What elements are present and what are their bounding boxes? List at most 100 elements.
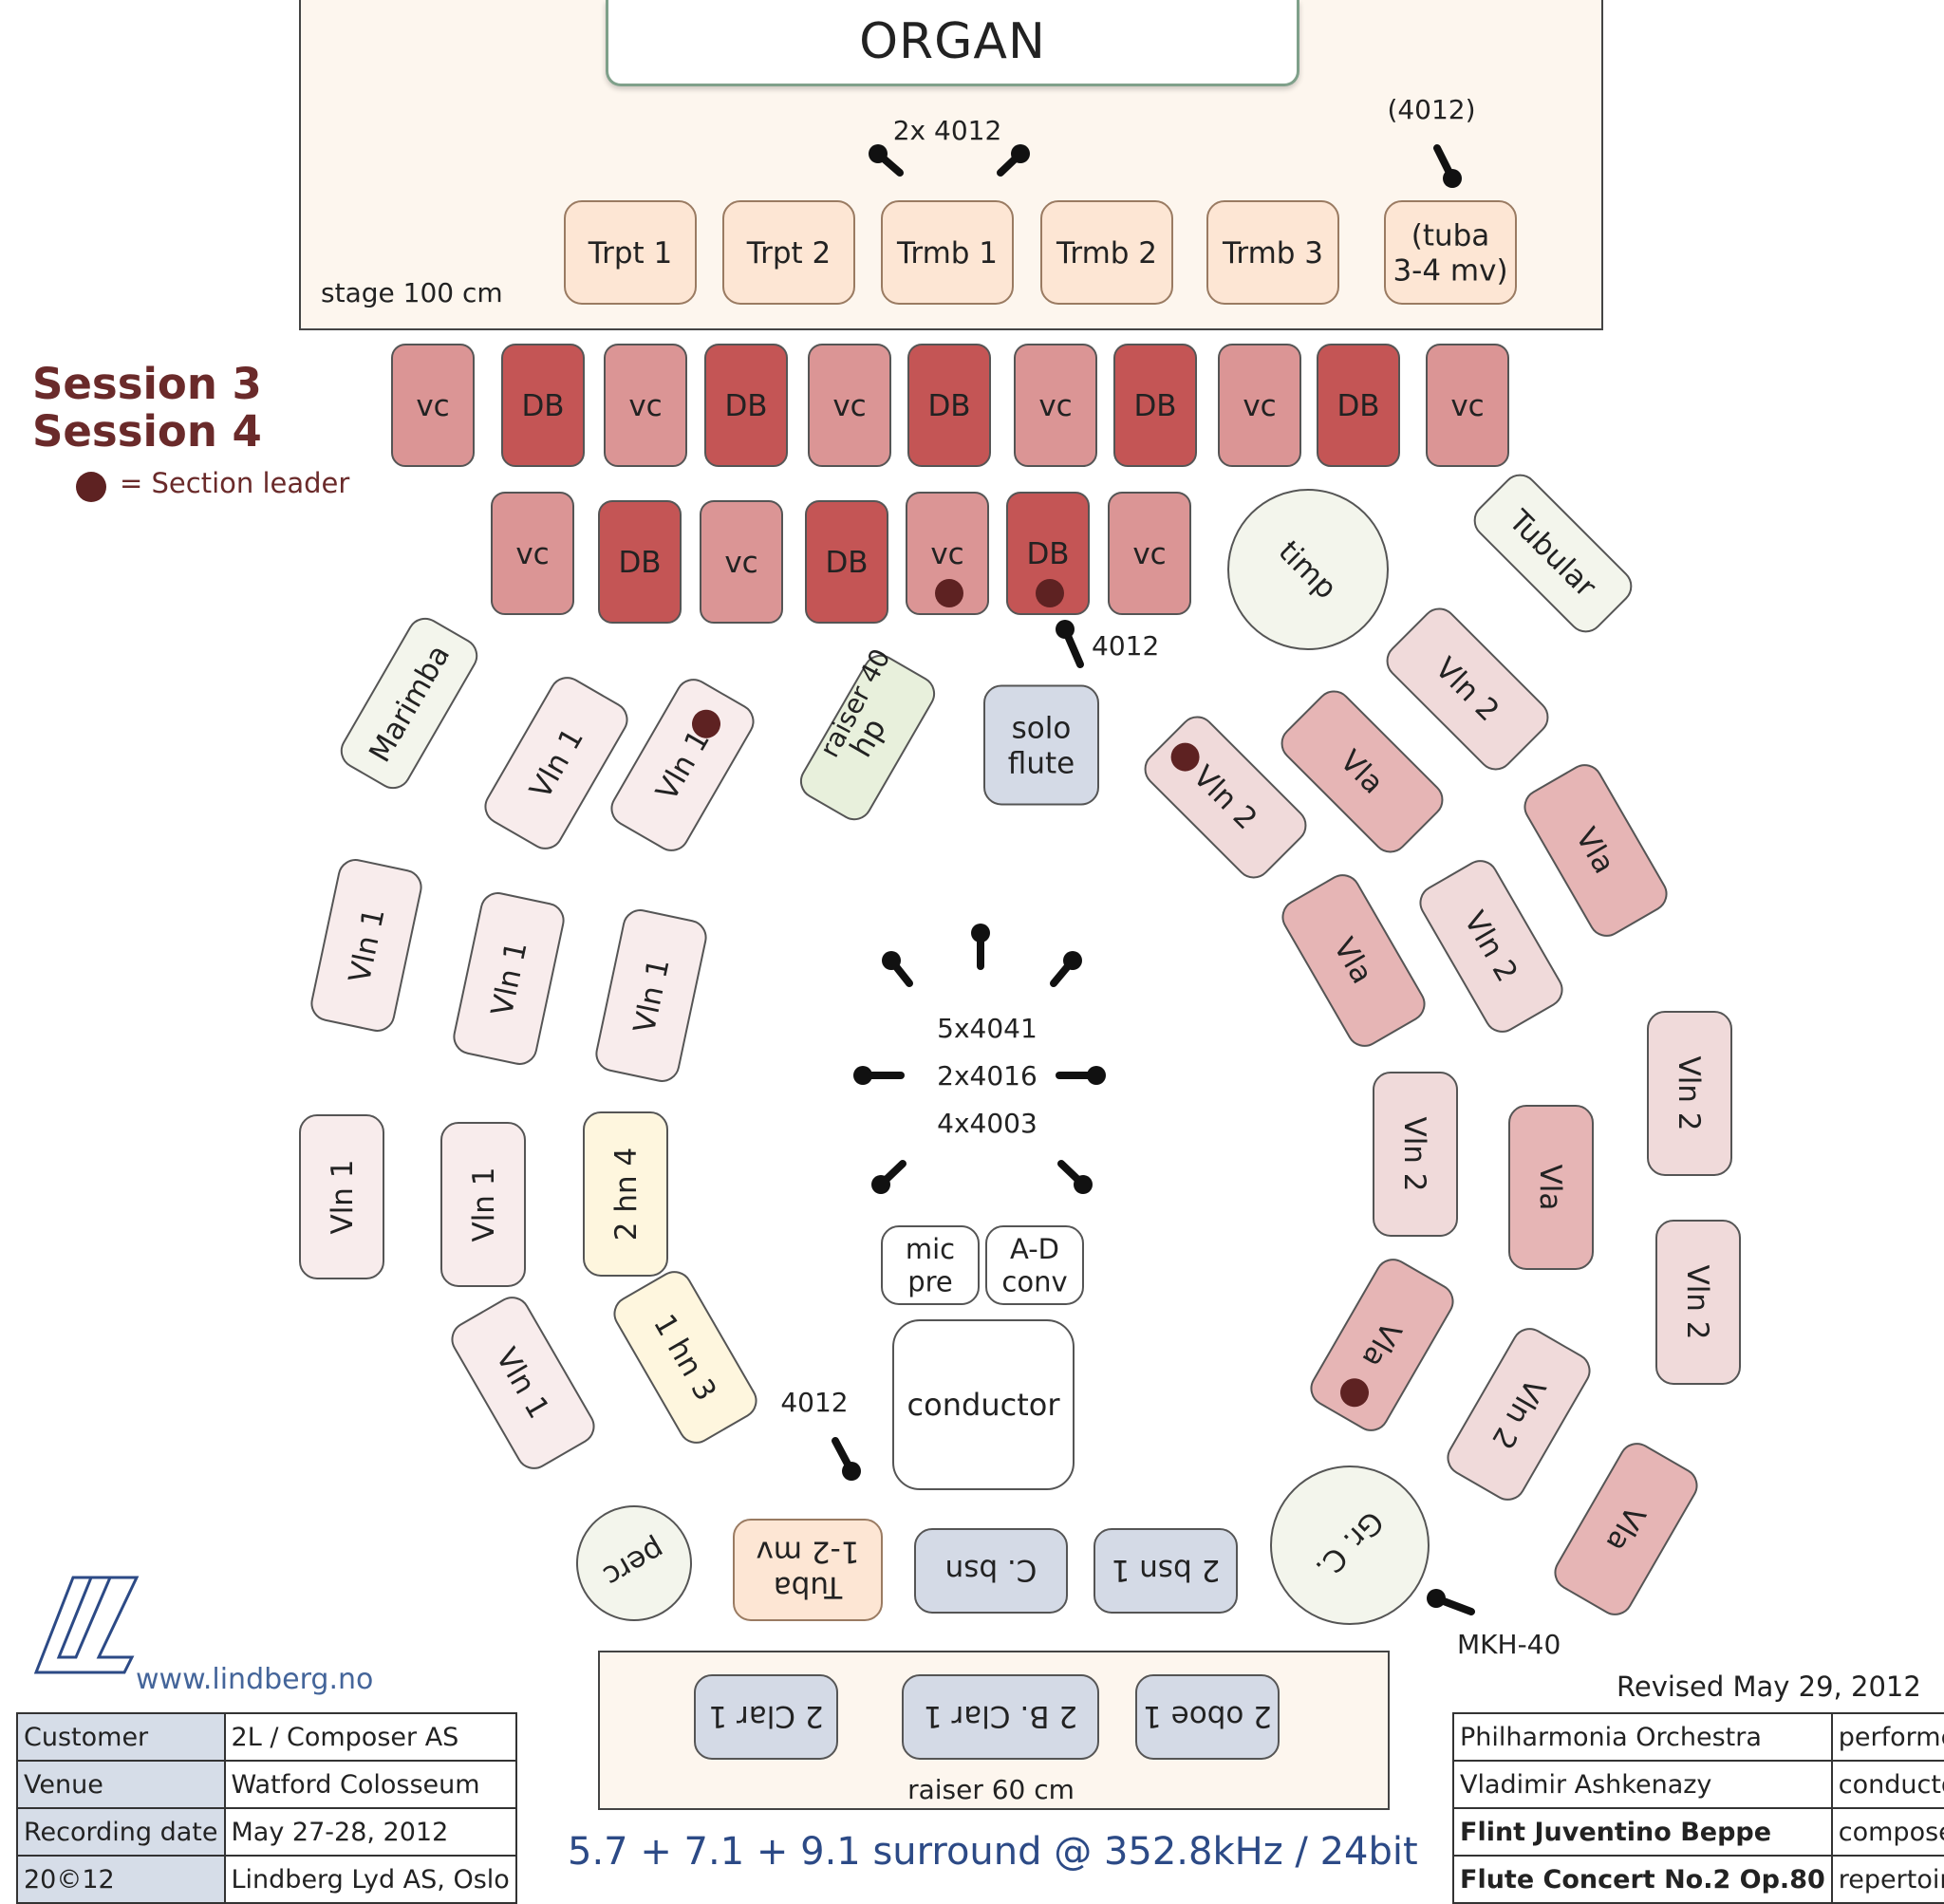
credit-name: Vladimir Ashkenazy: [1452, 1760, 1833, 1809]
session-4-label: Session 4: [32, 406, 262, 457]
low-strings-row1-7: vc: [1014, 344, 1097, 467]
low-strings-row1-6: DB: [907, 344, 991, 467]
table-row: 20©12 Lindberg Lyd AS, Oslo: [16, 1855, 517, 1904]
low-strings-row2-6: DB: [1006, 492, 1090, 615]
brass-4: Trmb 2: [1040, 200, 1173, 305]
main-array-label-2: 2x4016: [937, 1060, 1037, 1092]
website-url[interactable]: www.lindberg.no: [136, 1663, 374, 1696]
gran-cassa-mic-label: MKH-40: [1457, 1629, 1561, 1660]
info-label: Recording date: [16, 1807, 226, 1857]
svg-text:DB: DB: [825, 546, 868, 580]
svg-text:Trmb 2: Trmb 2: [1056, 236, 1157, 271]
tuba-1-2: Tuba1-2 mv: [733, 1519, 883, 1621]
legend-text: = Section leader: [120, 467, 350, 499]
marimba: Marimba: [340, 617, 478, 790]
section-leader-dot: [1036, 579, 1064, 607]
section-leader-dot: [935, 579, 963, 607]
svg-text:2 oboe 1: 2 oboe 1: [1143, 1699, 1272, 1733]
stage-height-label: stage 100 cm: [321, 277, 503, 308]
gran-cassa-mic: [1427, 1589, 1475, 1615]
low-strings-row2-4: DB: [805, 500, 888, 624]
horns-1-3: 1 hn 3: [613, 1271, 757, 1444]
violin1-4: Vln 1: [453, 892, 565, 1065]
table-row: Flute Concert No.2 Op.80 repertoire: [1452, 1855, 1944, 1904]
organ: ORGAN: [606, 0, 1299, 86]
low-strings-row2-3: vc: [700, 500, 783, 624]
main-array-mic-1: [971, 924, 990, 970]
low-strings-row1-1: vc: [391, 344, 475, 467]
brass-3: Trmb 1: [881, 200, 1014, 305]
organ-label: ORGAN: [859, 13, 1046, 70]
violin2-5: Vln 2: [1647, 1011, 1732, 1176]
perc-mic: [832, 1437, 861, 1481]
violin2-2: Vln 2: [1144, 716, 1307, 879]
violin1-8: Vln 1: [451, 1297, 595, 1469]
svg-text:2 bsn 1: 2 bsn 1: [1112, 1553, 1221, 1587]
viola-4: Vla: [1508, 1105, 1594, 1270]
svg-text:2 B. Clar 1: 2 B. Clar 1: [924, 1699, 1077, 1733]
viola-5: Vla: [1310, 1259, 1454, 1431]
svg-text:vc: vc: [416, 389, 449, 423]
svg-text:vc: vc: [1450, 389, 1484, 423]
svg-text:DB: DB: [1336, 389, 1379, 423]
violin1-6: Vln 1: [299, 1114, 384, 1279]
section-leader-dot: [692, 709, 720, 738]
tuba-mic: [1433, 144, 1462, 188]
violin1-1: Vln 1: [484, 677, 628, 849]
svg-text:DB: DB: [1133, 389, 1176, 423]
contrabassoon: C. bsn: [914, 1528, 1068, 1614]
low-strings-row1-11: vc: [1426, 344, 1509, 467]
solo-flute-mic: [1056, 620, 1084, 668]
bassoons: 2 bsn 1: [1094, 1528, 1238, 1614]
credits-table: Philharmonia Orchestra performer Vladimi…: [1452, 1712, 1944, 1904]
brass-1: Trpt 1: [564, 200, 697, 305]
section-leader-dot: [1170, 742, 1200, 772]
svg-text:Trpt 2: Trpt 2: [746, 236, 832, 271]
svg-text:C. bsn: C. bsn: [945, 1553, 1037, 1587]
session-3-label: Session 3: [32, 359, 262, 409]
table-row: Vladimir Ashkenazy conductor: [1452, 1760, 1944, 1809]
gran-cassa: Gr. C.: [1270, 1465, 1430, 1625]
svg-text:Trpt 1: Trpt 1: [588, 236, 673, 271]
low-strings-row1-5: vc: [808, 344, 891, 467]
main-array-mic-7: [1057, 1160, 1093, 1194]
brass-mic-label: 2x 4012: [893, 115, 1002, 146]
low-strings-row2-1: vc: [491, 492, 574, 615]
main-array-mic-2: [882, 951, 913, 987]
table-row: Recording date May 27-28, 2012: [16, 1807, 517, 1857]
svg-text:vc: vc: [1243, 389, 1276, 423]
violin1-5: Vln 1: [595, 909, 707, 1082]
info-label: Customer: [16, 1712, 226, 1762]
table-row: Philharmonia Orchestra performer: [1452, 1712, 1944, 1762]
viola-2: Vla: [1523, 764, 1668, 937]
low-strings-row1-3: vc: [604, 344, 687, 467]
brass-mic-left: [869, 144, 904, 177]
credit-role: composer: [1830, 1807, 1944, 1857]
main-array-label-3: 4x4003: [937, 1108, 1037, 1139]
violin1-3: Vln 1: [310, 859, 422, 1032]
main-array-mic-3: [1050, 951, 1082, 987]
section-leader-dot-legend: [76, 472, 106, 502]
section-leader-dot: [1340, 1378, 1369, 1408]
brass-mic-right: [997, 144, 1030, 177]
svg-text:vc: vc: [832, 389, 866, 423]
woodwind-2: 2 B. Clar 1: [902, 1674, 1099, 1760]
solo-flute-mic-label: 4012: [1092, 630, 1159, 662]
svg-text:Trmb 3: Trmb 3: [1222, 236, 1323, 271]
harp: hp: [799, 654, 936, 821]
svg-text:vc: vc: [1132, 537, 1166, 571]
svg-text:Vln 1: Vln 1: [467, 1167, 501, 1241]
info-value: 2L / Composer AS: [223, 1712, 517, 1762]
violin2-7: Vln 2: [1447, 1328, 1591, 1501]
svg-text:vc: vc: [930, 537, 963, 571]
tuba-mic-label: (4012): [1387, 94, 1475, 125]
svg-text:DB: DB: [521, 389, 564, 423]
credit-role: conductor: [1830, 1760, 1944, 1809]
